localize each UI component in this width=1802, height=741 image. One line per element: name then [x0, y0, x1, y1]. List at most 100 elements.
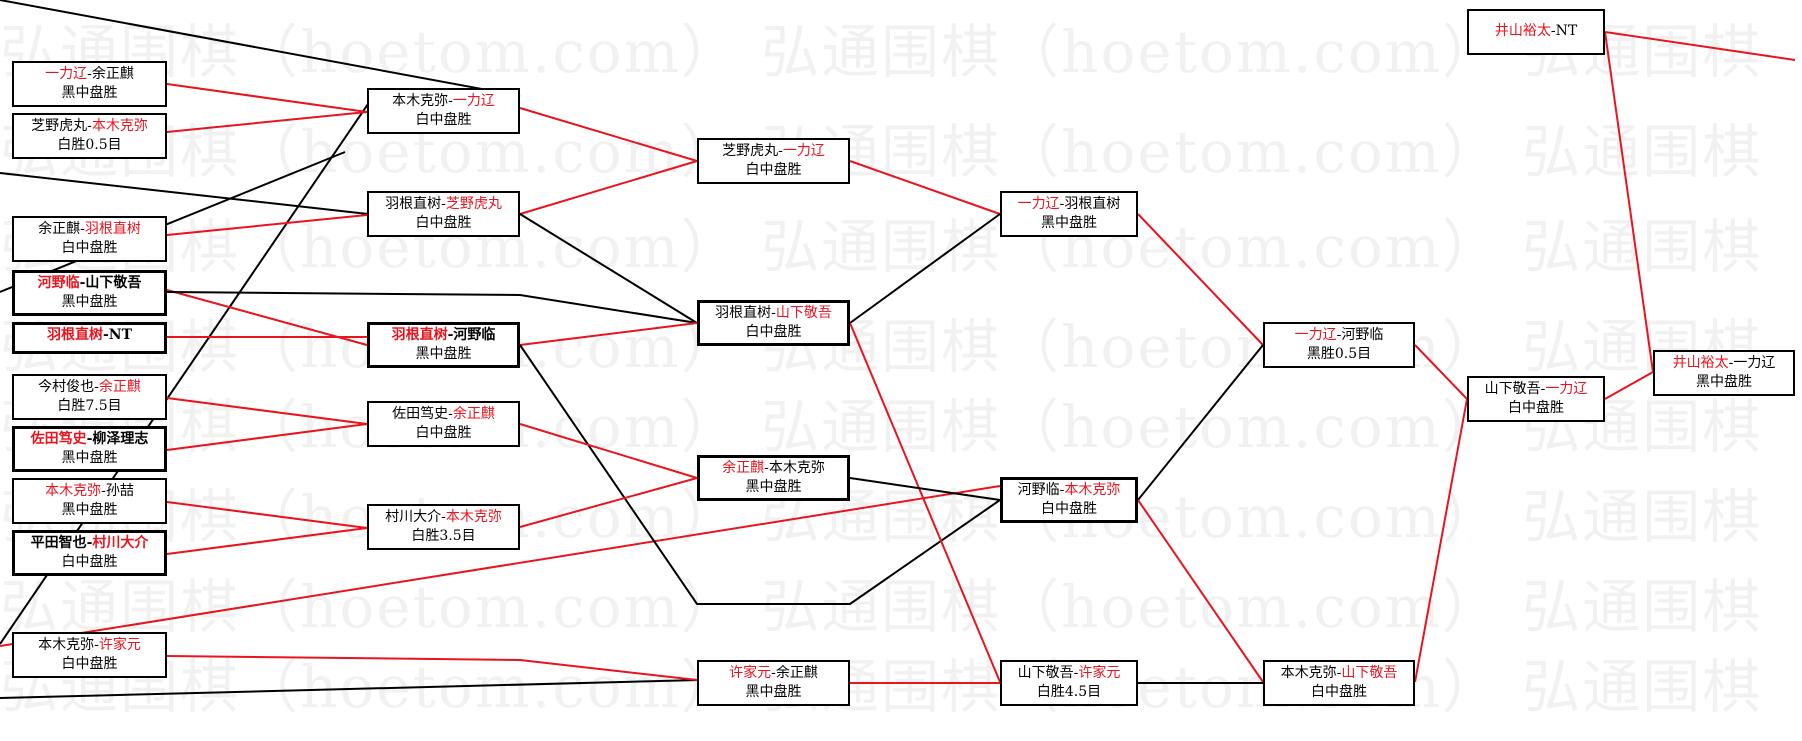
player-name: 本木克弥 — [45, 483, 102, 499]
player-name: 羽根直树 — [385, 196, 442, 212]
match-result: 白中盘胜 — [745, 162, 802, 178]
match-box: 一力辽-余正麒黑中盘胜 — [12, 61, 167, 107]
match-result: 黑中盘胜 — [61, 450, 118, 466]
player-name: 村川大介 — [385, 509, 442, 525]
match-box: 许家元-余正麒黑中盘胜 — [697, 660, 850, 706]
player-name: 一力辽 — [1545, 381, 1588, 397]
match-box: 本木克弥-孙喆黑中盘胜 — [12, 478, 167, 524]
player-name: 芝野虎丸 — [722, 143, 779, 159]
match-result: 白胜3.5目 — [411, 528, 476, 544]
player-name: 余正麒 — [38, 221, 81, 237]
match-players: 佐田笃史-柳泽理志 — [30, 431, 149, 447]
match-players: 村川大介-本木克弥 — [385, 509, 502, 525]
match-result: 黑中盘胜 — [61, 294, 118, 310]
player-name: 芝野虎丸 — [31, 118, 88, 134]
bracket-line — [1604, 31, 1654, 373]
player-name: 一力辽 — [1017, 196, 1060, 212]
match-box: 羽根直树-山下敬吾白中盘胜 — [697, 300, 850, 346]
match-players: 井山裕太-一力辽 — [1672, 355, 1776, 371]
bracket-line — [0, 679, 701, 699]
bracket-line — [0, 151, 346, 293]
player-name: 本木克弥 — [1064, 482, 1121, 498]
match-box: 本木克弥-一力辽白中盘胜 — [367, 88, 520, 134]
match-result: 白胜7.5目 — [57, 398, 122, 414]
player-name: 山下敬吾 — [1017, 665, 1074, 681]
player-name: 余正麒 — [452, 406, 495, 422]
match-players: 山下敬吾-一力辽 — [1484, 381, 1588, 397]
player-name: 羽根直树 — [84, 221, 141, 237]
player-name: 孙喆 — [105, 483, 134, 499]
match-box: 芝野虎丸-一力辽白中盘胜 — [697, 138, 850, 184]
match-result: 白中盘胜 — [415, 215, 472, 231]
player-name: 河野临 — [1017, 482, 1060, 498]
match-box: 本木克弥-许家元白中盘胜 — [12, 632, 167, 678]
match-box: 井山裕太-一力辽黑中盘胜 — [1653, 350, 1795, 396]
match-result: 白中盘胜 — [745, 324, 802, 340]
bracket-line — [519, 322, 698, 346]
player-name: 余正麒 — [775, 665, 818, 681]
player-name: 本木克弥 — [91, 118, 148, 134]
player-name: 羽根直树 — [715, 305, 772, 321]
player-name: NT — [1555, 23, 1578, 39]
match-box: 余正麒-羽根直树白中盘胜 — [12, 216, 167, 262]
match-players: 余正麒-本木克弥 — [722, 460, 825, 476]
player-name: 本木克弥 — [1280, 665, 1337, 681]
player-name: 一力辽 — [1733, 355, 1776, 371]
player-name: 羽根直树 — [46, 327, 103, 343]
match-players: 平田智也-村川大介 — [30, 535, 149, 551]
player-name: 本木克弥 — [38, 637, 95, 653]
match-box: 今村俊也-余正麒白胜7.5目 — [12, 374, 167, 420]
player-name: 本木克弥 — [392, 93, 449, 109]
bracket-line — [849, 160, 1001, 215]
match-players: 佐田笃史-余正麒 — [392, 406, 495, 422]
player-name: 山下敬吾 — [1341, 665, 1398, 681]
match-result: 白中盘胜 — [415, 425, 472, 441]
player-name: 佐田笃史 — [30, 431, 87, 447]
player-name: 本木克弥 — [768, 460, 825, 476]
bracket-line — [0, 485, 1001, 647]
match-result: 黑中盘胜 — [1696, 374, 1752, 390]
player-name: 许家元 — [98, 637, 141, 653]
player-name: 一力辽 — [45, 66, 88, 82]
player-name: 佐田笃史 — [392, 406, 449, 422]
player-name: 河野临 — [37, 275, 80, 291]
player-name: 羽根直树 — [1064, 196, 1121, 212]
bracket-line — [519, 107, 698, 162]
match-result: 白中盘胜 — [1508, 400, 1564, 416]
bracket-line — [166, 289, 368, 346]
match-result: 白中盘胜 — [415, 112, 472, 128]
player-name: 河野临 — [453, 327, 496, 343]
match-players: 羽根直树-河野临 — [391, 327, 496, 343]
match-result: 黑中盘胜 — [61, 502, 118, 518]
match-box: 羽根直树-河野临黑中盘胜 — [367, 322, 520, 368]
match-players: 羽根直树-NT — [46, 327, 133, 343]
player-name: 山下敬吾 — [1484, 381, 1541, 397]
bracket-line — [1137, 344, 1264, 501]
bracket-line — [519, 213, 698, 324]
bracket-line — [166, 214, 368, 236]
bracket-line — [1414, 398, 1468, 683]
match-players: 羽根直树-芝野虎丸 — [385, 196, 502, 212]
match-players: 一力辽-河野临 — [1294, 327, 1384, 343]
match-players: 本木克弥-山下敬吾 — [1280, 665, 1398, 681]
match-box: 本木克弥-山下敬吾白中盘胜 — [1263, 660, 1415, 706]
player-name: 山下敬吾 — [85, 275, 142, 291]
match-box: 一力辽-河野临黑胜0.5目 — [1263, 322, 1415, 368]
bracket-line — [166, 111, 368, 133]
match-box: 余正麒-本木克弥黑中盘胜 — [697, 455, 850, 501]
player-name: 一力辽 — [1294, 327, 1337, 343]
bracket-line — [519, 477, 698, 528]
bracket-line — [519, 344, 1001, 605]
match-result: 黑中盘胜 — [1041, 215, 1097, 231]
match-result: 黑中盘胜 — [415, 346, 472, 362]
match-box: 平田智也-村川大介白中盘胜 — [12, 530, 167, 576]
player-name: 井山裕太 — [1672, 355, 1729, 371]
player-name: 井山裕太 — [1494, 23, 1551, 39]
match-players: 芝野虎丸-本木克弥 — [31, 118, 148, 134]
player-name: 余正麒 — [722, 460, 765, 476]
match-players: 今村俊也-余正麒 — [38, 379, 141, 395]
player-name: 余正麒 — [98, 379, 141, 395]
bracket-line — [1604, 31, 1796, 61]
bracket-line — [849, 213, 1001, 324]
